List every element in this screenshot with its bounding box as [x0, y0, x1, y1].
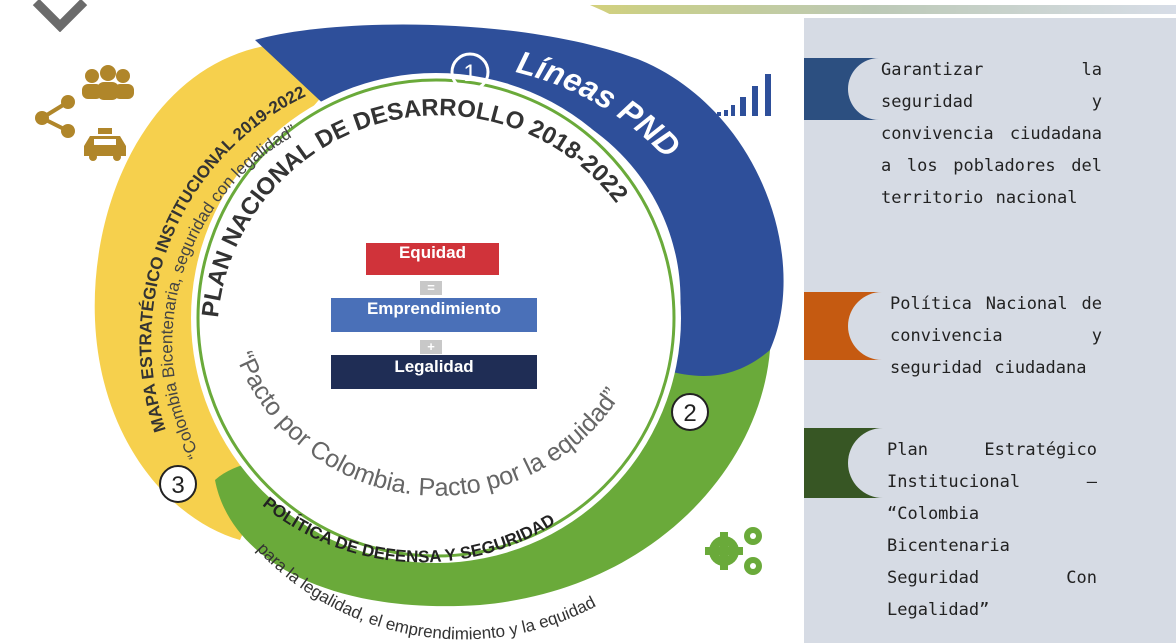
segment-1-band: [255, 24, 784, 387]
equidad-box: Equidad: [366, 243, 499, 275]
segment-3-band: [94, 45, 330, 540]
item-1-tab: [804, 58, 884, 120]
segment-1-badge: [450, 52, 490, 92]
share-icon: [35, 95, 75, 138]
item-2-text: Política Nacional de convivencia y segur…: [890, 294, 1102, 378]
equals-sign: =: [420, 281, 442, 295]
legalidad-box: Legalidad: [331, 355, 537, 389]
emprendimiento-box: Emprendimiento: [331, 298, 537, 332]
people-icon: [82, 65, 134, 100]
right-panel: Garantizar la seguridad y convivencia ci…: [804, 18, 1176, 643]
plus-sign: +: [420, 340, 442, 354]
segment-2-badge: [671, 393, 709, 431]
item-3-tab: [804, 428, 884, 498]
top-gradient-bar: [418, 5, 1176, 14]
segment-1-number: 1: [463, 60, 476, 87]
segment-2-number: 2: [683, 400, 696, 427]
signal-bars-icon: [717, 74, 771, 116]
item-3-text: Plan Estratégico Institucional – “Colomb…: [887, 440, 1097, 620]
segment-3-badge: [159, 465, 197, 503]
chevron-down-icon: [32, 0, 88, 32]
gears-icon: [705, 527, 762, 575]
item-2-tab: [804, 292, 884, 360]
taxi-icon: [84, 128, 126, 161]
segment-3-number: 3: [171, 472, 184, 499]
item-1-text: Garantizar la seguridad y convivencia ci…: [881, 60, 1102, 208]
